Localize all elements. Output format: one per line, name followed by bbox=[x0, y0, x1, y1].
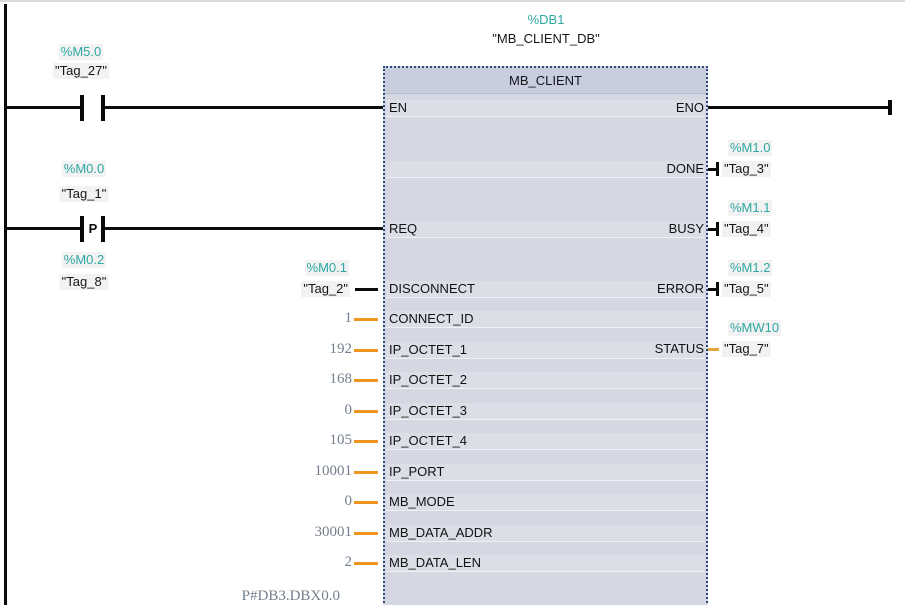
output-tag-done[interactable]: "Tag_3" bbox=[722, 161, 771, 177]
value-mb_data_len[interactable]: 2 bbox=[344, 554, 353, 570]
value-ip_octet_4[interactable]: 105 bbox=[329, 432, 353, 448]
connector-const-ip_octet_1 bbox=[354, 348, 378, 352]
pin-ip_octet_3[interactable]: IP_OCTET_3 bbox=[389, 402, 468, 418]
pin-req[interactable]: REQ bbox=[389, 221, 418, 236]
block-title: MB_CLIENT bbox=[385, 68, 706, 94]
block-row-strip bbox=[386, 494, 705, 511]
contact1-tag[interactable]: "Tag_27" bbox=[53, 63, 109, 79]
pin-connect_id[interactable]: CONNECT_ID bbox=[389, 311, 474, 326]
output-tag-error[interactable]: "Tag_5" bbox=[722, 281, 771, 297]
value-ip_octet_2[interactable]: 168 bbox=[329, 371, 353, 387]
block-row-strip bbox=[386, 341, 705, 359]
pin-ip_octet_2[interactable]: IP_OCTET_2 bbox=[389, 372, 468, 387]
block-row-strip bbox=[386, 100, 705, 117]
contact2-tag[interactable]: "Tag_1" bbox=[59, 186, 109, 202]
value-connect_id[interactable]: 1 bbox=[344, 310, 353, 326]
window-edge-line bbox=[0, 0, 905, 2]
connector-bool-busy bbox=[708, 228, 717, 231]
wire-rung1-left bbox=[7, 106, 80, 109]
output-tag-status[interactable]: "Tag_7" bbox=[722, 341, 771, 357]
power-rail bbox=[4, 4, 7, 605]
contact2-edge-memory-tag[interactable]: "Tag_8" bbox=[59, 274, 109, 290]
input-tag-disconnect[interactable]: "Tag_2" bbox=[301, 280, 350, 297]
block-row-strip bbox=[386, 280, 705, 298]
block-row-strip bbox=[386, 372, 705, 389]
block-row-strip bbox=[386, 402, 705, 420]
connector-const-mb_mode bbox=[354, 501, 378, 504]
connector-const-mb_data_len bbox=[354, 562, 378, 565]
wire-rung2-left bbox=[7, 227, 80, 230]
output-address-status[interactable]: %MW10 bbox=[728, 320, 782, 336]
connector-tick-done bbox=[716, 162, 719, 176]
connector-const-mb_data_addr bbox=[354, 531, 378, 535]
block-row-strip bbox=[386, 433, 705, 450]
connector-const-connect_id bbox=[354, 318, 378, 321]
pin-mb_data_len[interactable]: MB_DATA_LEN bbox=[389, 555, 481, 570]
value-mb_data_addr[interactable]: 30001 bbox=[314, 523, 353, 540]
output-address-busy[interactable]: %M1.1 bbox=[728, 200, 773, 216]
connector-const-ip_port bbox=[354, 470, 378, 474]
contact2-edge-memory-address[interactable]: %M0.2 bbox=[61, 252, 107, 268]
value-ip_octet_1[interactable]: 192 bbox=[329, 340, 353, 357]
block-row-strip bbox=[386, 221, 705, 238]
connector-const-ip_octet_2 bbox=[354, 379, 378, 382]
pin-en[interactable]: EN bbox=[389, 100, 408, 115]
wire-rung2-right bbox=[105, 227, 383, 230]
contact1-address[interactable]: %M5.0 bbox=[58, 44, 104, 60]
pin-ip_octet_1[interactable]: IP_OCTET_1 bbox=[389, 341, 468, 357]
wire-end-tick bbox=[888, 100, 892, 115]
pin-status[interactable]: STATUS bbox=[654, 341, 704, 356]
output-tag-busy[interactable]: "Tag_4" bbox=[722, 221, 771, 237]
pin-mb_mode[interactable]: MB_MODE bbox=[389, 494, 455, 509]
pin-disconnect[interactable]: DISCONNECT bbox=[389, 280, 475, 296]
pin-eno[interactable]: ENO bbox=[675, 100, 704, 115]
connector-const-ip_octet_4 bbox=[354, 440, 378, 443]
block-row-strip bbox=[386, 463, 705, 481]
connector-tick-busy bbox=[716, 222, 719, 236]
wire-eno-out bbox=[708, 106, 891, 109]
contact2-address[interactable]: %M0.0 bbox=[61, 161, 107, 177]
instance-db-name[interactable]: "MB_CLIENT_DB" bbox=[492, 31, 600, 46]
pin-ip_port[interactable]: IP_PORT bbox=[389, 463, 445, 479]
block-row-strip bbox=[386, 524, 705, 542]
pin-error[interactable]: ERROR bbox=[657, 281, 704, 296]
block-row-strip bbox=[386, 161, 705, 178]
contact1-bar-left bbox=[80, 95, 84, 121]
output-address-error[interactable]: %M1.2 bbox=[728, 260, 773, 276]
connector-word-status bbox=[708, 348, 719, 351]
block-row-strip bbox=[386, 555, 705, 572]
output-address-done[interactable]: %M1.0 bbox=[728, 140, 773, 156]
block-row-strip bbox=[386, 311, 705, 328]
instance-db-address[interactable]: %DB1 bbox=[527, 12, 565, 27]
value-ip_octet_3[interactable]: 0 bbox=[344, 401, 353, 418]
value-mb_mode[interactable]: 0 bbox=[344, 493, 353, 509]
connector-bool-error bbox=[708, 288, 717, 291]
positive-edge-symbol: P bbox=[88, 221, 98, 236]
contact1-bar-right bbox=[101, 95, 105, 121]
input-address-disconnect[interactable]: %M0.1 bbox=[304, 259, 349, 276]
mb-data-ptr-value[interactable]: P#DB3.DBX0.0 bbox=[241, 588, 340, 604]
mb-client-function-block[interactable]: MB_CLIENT bbox=[383, 66, 708, 605]
value-ip_port[interactable]: 10001 bbox=[314, 462, 353, 479]
connector-tag-disconnect bbox=[355, 287, 378, 291]
pin-done[interactable]: DONE bbox=[666, 161, 704, 176]
connector-tick-error bbox=[716, 282, 719, 296]
contact2-bar-right bbox=[101, 216, 105, 242]
pin-busy[interactable]: BUSY bbox=[668, 221, 704, 236]
contact2-bar-left bbox=[80, 216, 84, 242]
wire-rung1-right bbox=[105, 106, 383, 109]
connector-const-ip_octet_3 bbox=[354, 409, 378, 413]
connector-bool-done bbox=[708, 168, 717, 171]
pin-mb_data_addr[interactable]: MB_DATA_ADDR bbox=[389, 524, 493, 540]
pin-ip_octet_4[interactable]: IP_OCTET_4 bbox=[389, 433, 468, 448]
